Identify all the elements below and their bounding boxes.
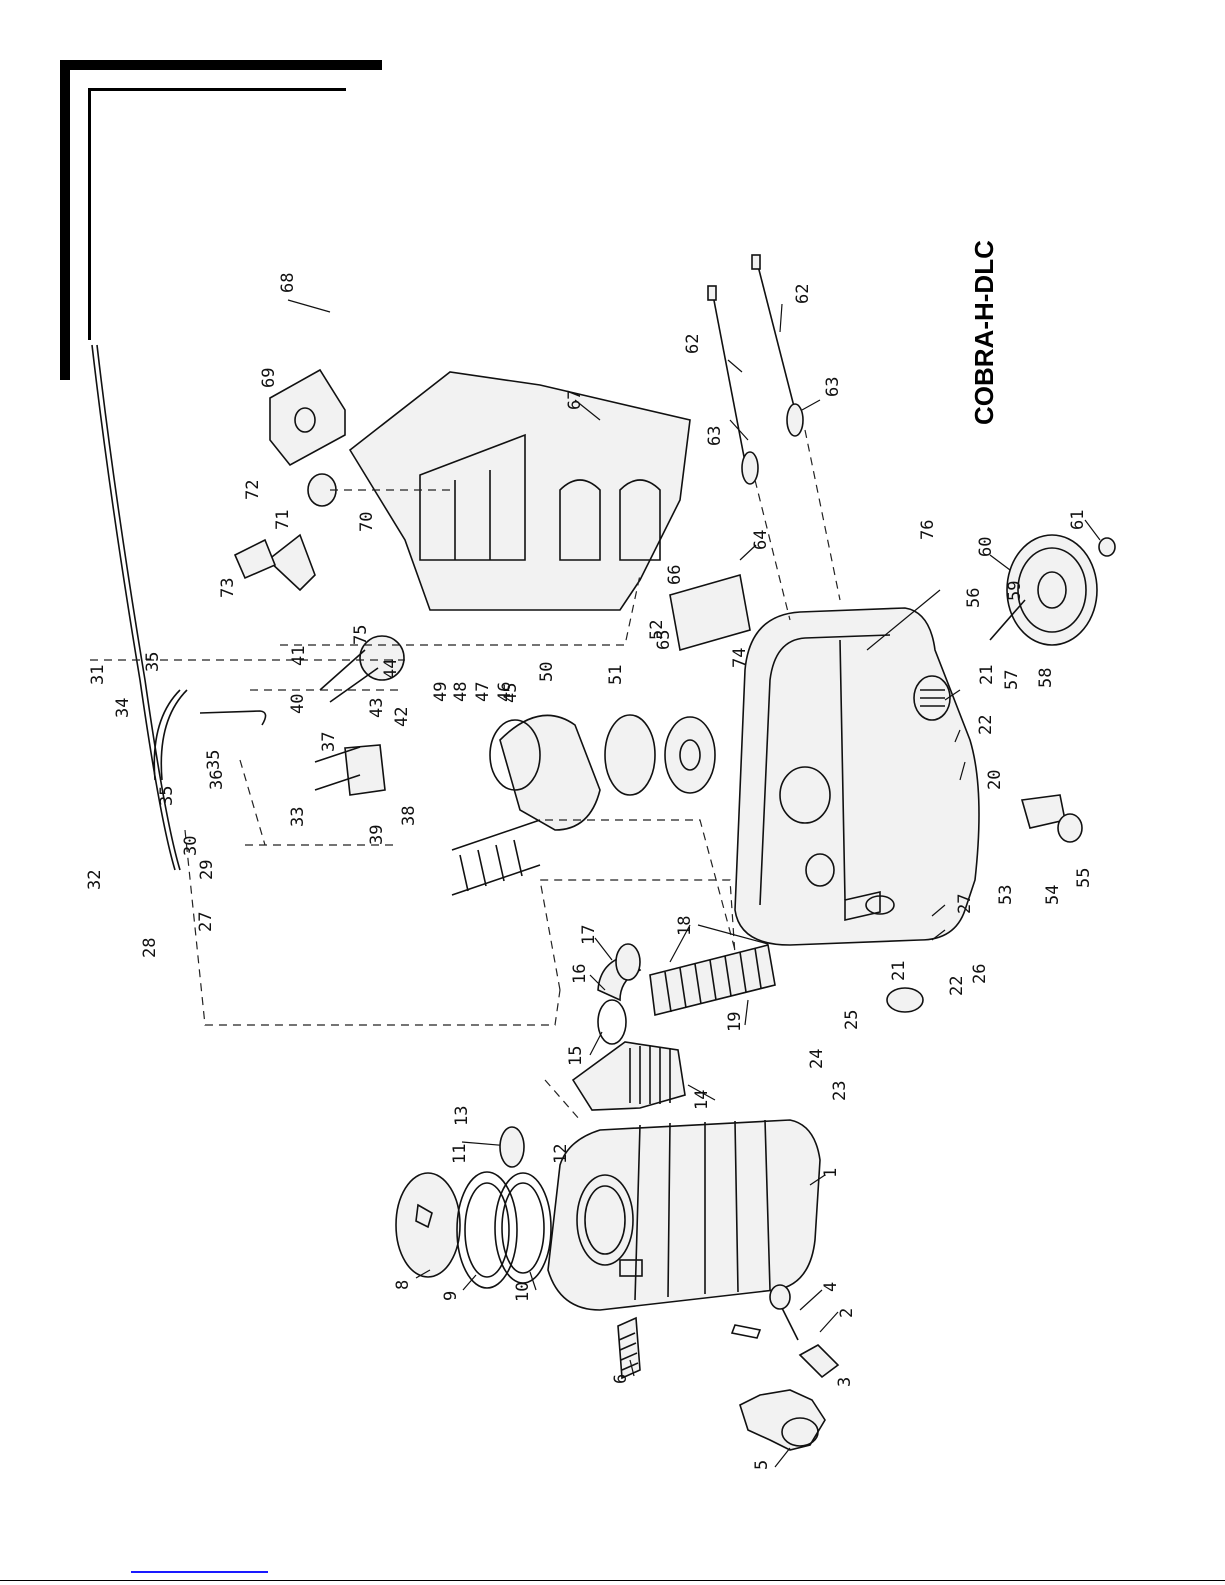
- callout-27a: 27: [196, 912, 216, 932]
- callout-74: 74: [730, 648, 750, 668]
- corner-frame: [60, 60, 382, 380]
- callout-26: 26: [970, 964, 990, 984]
- callout-59: 59: [1005, 581, 1025, 601]
- latch-parts: [732, 1285, 838, 1377]
- callout-2: 2: [837, 1308, 857, 1318]
- callout-38: 38: [399, 806, 419, 826]
- callout-40: 40: [288, 694, 308, 714]
- callout-16: 16: [570, 964, 590, 984]
- callout-9: 9: [441, 1291, 461, 1301]
- callout-1: 1: [821, 1168, 841, 1178]
- dump-valve: [740, 1390, 825, 1450]
- callout-61: 61: [1068, 510, 1088, 530]
- callout-18: 18: [675, 916, 695, 936]
- callout-41: 41: [289, 646, 309, 666]
- callout-65: 65: [654, 630, 674, 650]
- callout-53: 53: [996, 885, 1016, 905]
- callout-63a: 63: [705, 426, 725, 446]
- model-title: COBRA-H-DLC: [969, 240, 999, 425]
- callout-15: 15: [566, 1046, 586, 1066]
- callout-44: 44: [381, 659, 401, 679]
- callout-51: 51: [606, 665, 626, 685]
- callout-66: 66: [665, 565, 685, 585]
- callout-58: 58: [1036, 668, 1056, 688]
- footer-rule: [0, 1580, 1225, 1581]
- panel: [270, 370, 345, 465]
- motor-assembly: [452, 715, 715, 895]
- callout-25: 25: [842, 1010, 862, 1030]
- callout-11: 11: [450, 1144, 470, 1164]
- callout-21a: 21: [977, 665, 997, 685]
- callout-60: 60: [976, 537, 996, 557]
- callout-33: 33: [288, 807, 308, 827]
- callout-46: 46: [495, 682, 515, 702]
- hoses: [92, 345, 266, 870]
- callout-75: 75: [351, 625, 371, 645]
- callout-3: 3: [835, 1377, 855, 1387]
- callout-12: 12: [551, 1144, 571, 1164]
- part-drawings: [90, 255, 1115, 1450]
- callout-19: 19: [725, 1012, 745, 1032]
- chassis: [350, 372, 690, 610]
- callout-31: 31: [88, 665, 108, 685]
- elbow-hose: [598, 944, 775, 1044]
- base-tank: [735, 608, 979, 945]
- callout-36: 36: [207, 770, 227, 790]
- callout-30: 30: [181, 836, 201, 856]
- callout-39: 39: [367, 825, 387, 845]
- callout-5: 5: [752, 1460, 772, 1470]
- callout-57: 57: [1002, 670, 1022, 690]
- callout-13: 13: [452, 1106, 472, 1126]
- callout-4: 4: [821, 1282, 841, 1292]
- callout-8: 8: [393, 1280, 413, 1290]
- footer-link-underline[interactable]: [131, 1571, 268, 1573]
- callout-50: 50: [537, 662, 557, 682]
- callout-70: 70: [357, 512, 377, 532]
- callout-17: 17: [579, 925, 599, 945]
- callout-34: 34: [113, 698, 133, 718]
- callout-24: 24: [807, 1049, 827, 1069]
- callout-20: 20: [985, 770, 1005, 790]
- callout-22b: 22: [947, 976, 967, 996]
- callout-21b: 21: [889, 961, 909, 981]
- callout-55: 55: [1074, 868, 1094, 888]
- callout-76: 76: [918, 520, 938, 540]
- callout-63b: 63: [823, 377, 843, 397]
- callout-56: 56: [964, 588, 984, 608]
- callout-62b: 62: [793, 284, 813, 304]
- callout-23: 23: [830, 1081, 850, 1101]
- callout-69: 69: [259, 368, 279, 388]
- drain-fitting: [618, 1318, 640, 1378]
- callout-35c: 35: [157, 786, 177, 806]
- callout-48: 48: [451, 682, 471, 702]
- callout-49: 49: [431, 682, 451, 702]
- callout-35a: 35: [143, 652, 163, 672]
- callout-6: 6: [611, 1374, 631, 1384]
- callout-27b: 27: [955, 894, 975, 914]
- callout-10: 10: [513, 1282, 533, 1302]
- callout-47: 47: [473, 682, 493, 702]
- callout-28: 28: [140, 938, 160, 958]
- callout-42: 42: [392, 707, 412, 727]
- callout-35b: 35: [204, 750, 224, 770]
- lid-assembly: [396, 1172, 551, 1288]
- callout-32: 32: [85, 870, 105, 890]
- caster: [1022, 795, 1082, 842]
- callout-22a: 22: [976, 715, 996, 735]
- callout-37: 37: [319, 732, 339, 752]
- callout-73: 73: [218, 578, 238, 598]
- callout-72: 72: [243, 480, 263, 500]
- callout-54: 54: [1043, 885, 1063, 905]
- callout-71: 71: [273, 510, 293, 530]
- callout-29: 29: [197, 860, 217, 880]
- recovery-tank: [548, 1120, 820, 1310]
- callout-67: 67: [565, 390, 585, 410]
- callout-43: 43: [367, 698, 387, 718]
- callout-62a: 62: [683, 334, 703, 354]
- callout-68: 68: [278, 273, 298, 293]
